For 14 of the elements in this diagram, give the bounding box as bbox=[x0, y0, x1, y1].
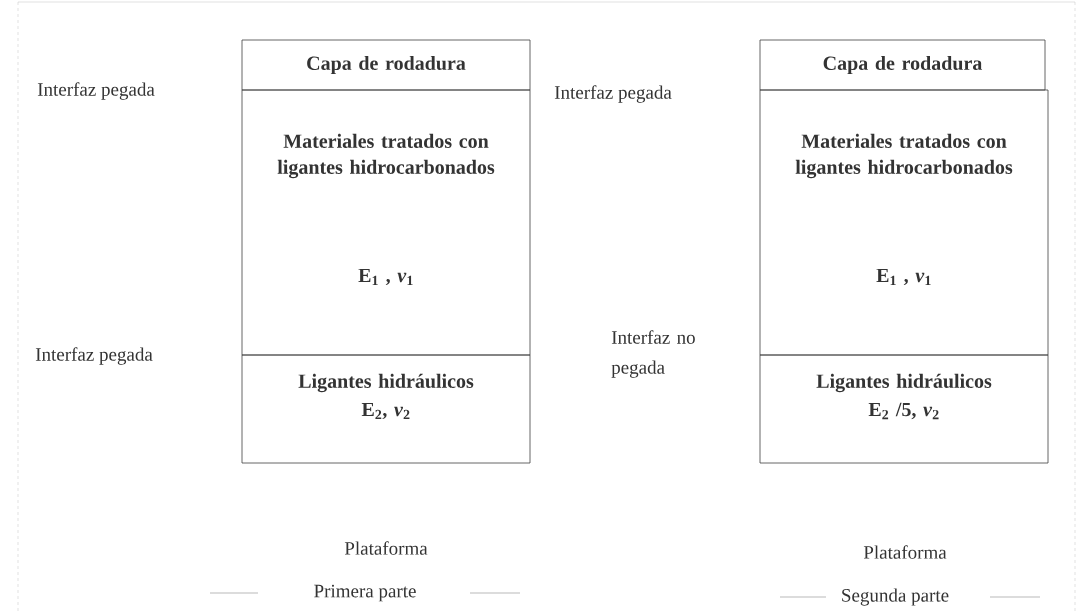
layer-box: Ligantes hidráulicos E$_{2}$ /5, ν$_{2}$ bbox=[759, 354, 1049, 464]
layer-box: Materiales tratados con ligantes hidrocarbonados E$_{1}$ , ν$_{1}$ bbox=[241, 89, 531, 356]
layer-label: Segunda parte bbox=[842, 588, 949, 606]
layer-box: Capa de rodadura bbox=[759, 39, 1046, 91]
layer-label: Interfaz pegada bbox=[554, 85, 672, 103]
layer-box: Materiales tratados con ligantes hidrocarbonados E$_{1}$ , ν$_{1}$ bbox=[759, 89, 1049, 356]
layer-label: Interfaz pegada bbox=[37, 82, 155, 100]
layer-label: Plataforma bbox=[344, 541, 428, 555]
layer-label: Interfaz no pegada bbox=[611, 330, 695, 378]
layer-label: Plataforma bbox=[863, 545, 947, 559]
layer-box: Capa de rodadura bbox=[241, 39, 531, 91]
layer-box: Ligantes hidráulicos E$_{2}$, ν$_{2}$ bbox=[241, 354, 531, 464]
layer-label: Primera parte bbox=[314, 584, 416, 602]
layer-label: Interfaz pegada bbox=[35, 347, 153, 365]
